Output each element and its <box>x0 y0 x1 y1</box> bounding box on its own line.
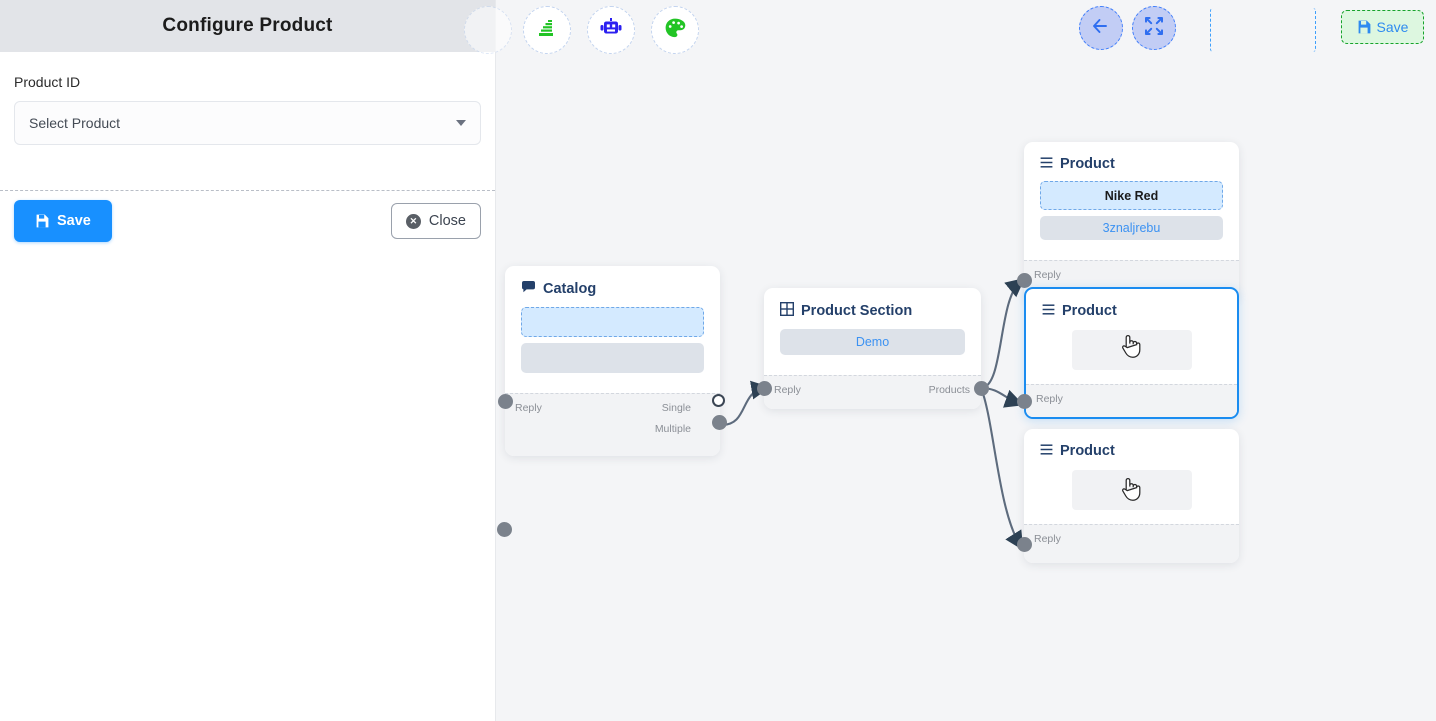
port-product-2-reply-dot[interactable] <box>1017 394 1032 409</box>
port-product-1-reply-dot[interactable] <box>1017 273 1032 288</box>
port-label-multiple: Multiple <box>654 423 691 435</box>
port-product-3-reply-dot[interactable] <box>1017 537 1032 552</box>
list-lines-icon <box>1040 443 1053 459</box>
port-label-reply: Reply <box>774 384 801 396</box>
node-product-1-header: Product <box>1024 142 1239 181</box>
node-product-section-body: Demo <box>764 329 981 375</box>
node-product-section-title: Product Section <box>801 303 913 319</box>
list-lines-icon <box>1040 156 1053 172</box>
port-product-section-products-dot[interactable] <box>974 381 989 396</box>
save-button-label: Save <box>57 213 91 229</box>
port-label-reply: Reply <box>1034 269 1061 281</box>
robot-icon <box>599 17 623 44</box>
layers-stack-icon <box>536 17 558 44</box>
toolbar-save-button[interactable]: Save <box>1341 10 1424 44</box>
chevron-down-icon <box>456 120 466 126</box>
save-button[interactable]: Save <box>14 200 112 242</box>
collapse-fullscreen-icon <box>1145 16 1163 40</box>
node-product-2[interactable]: Product Reply <box>1024 287 1239 419</box>
node-product-3-body <box>1024 468 1239 524</box>
node-catalog-ports: Reply Single Multiple <box>497 393 720 537</box>
node-product-section[interactable]: Product Section Demo Reply Products <box>764 288 981 409</box>
node-product-3-ports: Reply <box>1024 524 1239 563</box>
panel-divider <box>0 190 495 191</box>
node-product-1[interactable]: Product Nike Red 3znaljrebu Reply <box>1024 142 1239 301</box>
product-select[interactable]: Select Product <box>14 101 481 145</box>
node-product-2-title: Product <box>1062 303 1117 319</box>
node-catalog-body <box>505 307 720 393</box>
panel-actions: Save ✕ Close <box>0 200 495 242</box>
node-product-1-title: Product <box>1060 156 1115 172</box>
port-label-reply: Reply <box>1034 533 1061 545</box>
toolbar-icon-palette[interactable] <box>651 6 699 54</box>
save-icon <box>1357 20 1371 34</box>
catalog-item-0[interactable] <box>521 307 704 337</box>
product-select-value: Select Product <box>29 115 121 131</box>
node-product-1-body: Nike Red 3znaljrebu <box>1024 181 1239 260</box>
close-circle-icon: ✕ <box>405 213 421 229</box>
port-label-products: Products <box>928 384 970 396</box>
product-2-item-placeholder[interactable] <box>1071 330 1192 370</box>
save-icon <box>35 214 49 228</box>
edge-products-to-product-3 <box>980 387 1024 551</box>
flow-canvas[interactable]: Catalog Reply Single Multiple Product Se… <box>496 0 1436 721</box>
port-label-reply: Reply <box>515 402 542 414</box>
node-catalog[interactable]: Catalog Reply Single Multiple <box>497 266 720 537</box>
node-catalog-title: Catalog <box>543 281 597 297</box>
port-label-reply: Reply <box>1036 393 1063 405</box>
chat-bubble-icon <box>521 280 536 298</box>
node-product-2-header: Product <box>1026 289 1237 328</box>
toolbar-icon-partial[interactable] <box>464 6 512 54</box>
toolbar-icon-robot[interactable] <box>587 6 635 54</box>
node-product-3-header: Product <box>1024 429 1239 468</box>
port-catalog-reply-dot[interactable] <box>498 394 513 409</box>
close-button-label: Close <box>428 213 466 229</box>
list-lines-icon <box>1042 303 1055 319</box>
page-title: Configure Product <box>162 15 333 36</box>
port-catalog-multiple-dot[interactable] <box>712 415 727 430</box>
product-3-item-placeholder[interactable] <box>1071 470 1192 510</box>
configure-product-panel: Configure Product Product ID Select Prod… <box>0 0 496 721</box>
port-catalog-single-dot[interactable] <box>712 394 725 407</box>
toolbar-save-label: Save <box>1376 19 1409 35</box>
toolbar-icon-layers[interactable] <box>523 6 571 54</box>
table-grid-icon <box>779 301 795 320</box>
product-1-item-3znaljrebu[interactable]: 3znaljrebu <box>1040 216 1223 240</box>
toolbar-empty-slot[interactable] <box>1210 8 1316 52</box>
palette-icon <box>664 17 686 44</box>
edge-products-to-product-1 <box>980 277 1025 390</box>
back-button[interactable] <box>1079 6 1123 50</box>
panel-body: Product ID Select Product <box>0 52 495 145</box>
port-product-section-reply-dot[interactable] <box>757 381 772 396</box>
node-product-2-body <box>1026 328 1237 384</box>
node-product-3-title: Product <box>1060 443 1115 459</box>
catalog-item-1[interactable] <box>521 343 704 373</box>
node-product-2-ports: Reply <box>1026 384 1237 417</box>
product-1-item-nike-red[interactable]: Nike Red <box>1040 181 1223 210</box>
port-catalog-reply[interactable] <box>497 522 512 537</box>
node-product-3[interactable]: Product Reply <box>1024 429 1239 563</box>
product-id-label: Product ID <box>14 74 81 90</box>
panel-header: Configure Product <box>0 0 495 52</box>
product-section-item-demo[interactable]: Demo <box>780 329 965 355</box>
close-button[interactable]: ✕ Close <box>390 203 481 239</box>
port-label-single: Single <box>661 402 691 414</box>
edge-catalog-to-product-section <box>721 380 771 427</box>
node-product-section-ports: Reply Products <box>764 375 981 409</box>
node-product-section-header: Product Section <box>764 288 981 329</box>
node-catalog-header: Catalog <box>505 266 720 307</box>
arrow-left-icon <box>1092 18 1110 39</box>
fit-view-button[interactable] <box>1132 6 1176 50</box>
